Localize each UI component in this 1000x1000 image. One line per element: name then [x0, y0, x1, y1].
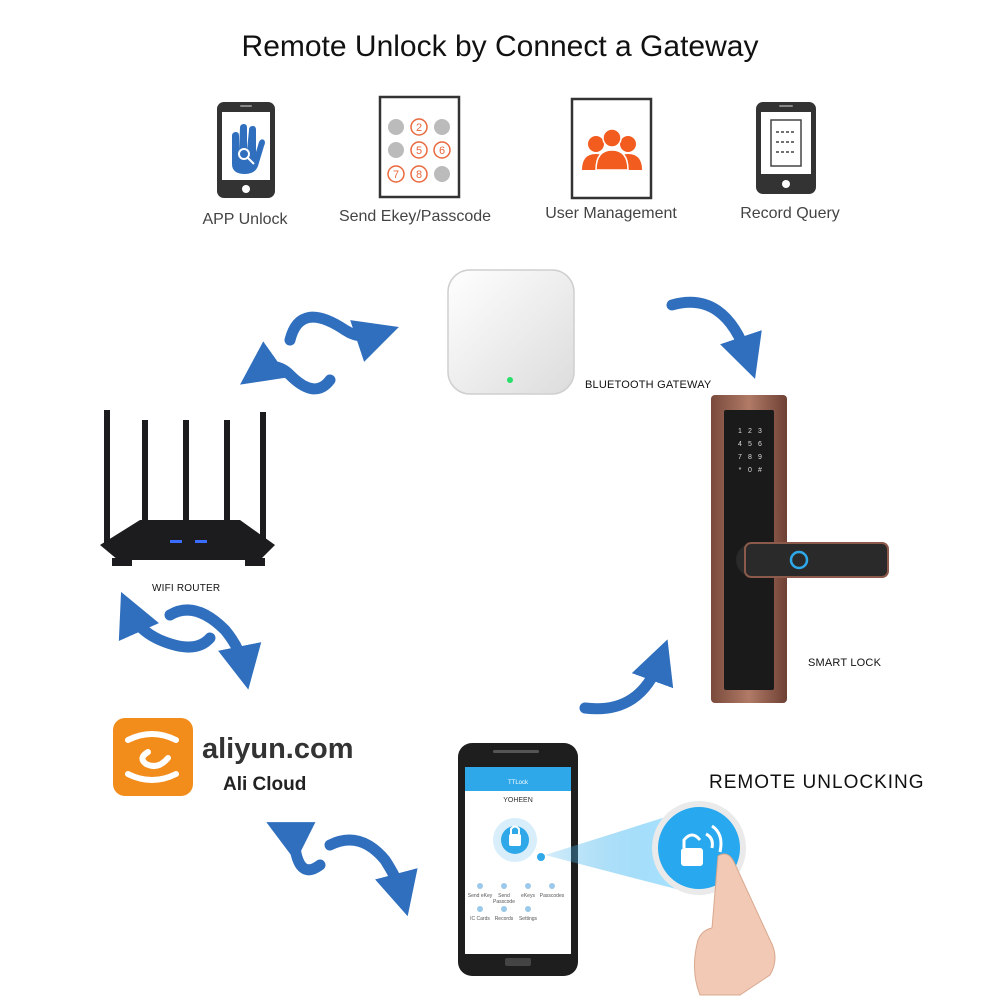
keypad-key: * [738, 467, 742, 474]
svg-text:6: 6 [439, 145, 445, 157]
arrow-cloud-phone [266, 822, 418, 917]
feature-label-app-unlock: APP Unlock [202, 211, 288, 228]
phone-hand-key-icon [217, 102, 275, 198]
app-menu-ekeys[interactable]: eKeys [521, 893, 535, 899]
pointing-hand-graphic [694, 853, 776, 996]
remote-unlocking-label: REMOTE UNLOCKING [709, 772, 925, 793]
signal-beam [545, 815, 680, 890]
svg-text:2: 2 [416, 122, 422, 134]
app-menu-send-ekey[interactable]: Send eKey [467, 893, 493, 899]
keypad-key: 5 [748, 441, 752, 448]
feature-label-send-ekey: Send Ekey/Passcode [338, 208, 492, 225]
smart-lock-label: SMART LOCK [808, 657, 882, 669]
keypad-key: 7 [738, 454, 742, 461]
keypad-key: # [758, 467, 762, 474]
wifi-router-device [100, 410, 275, 566]
feature-label-user-management: User Management [545, 205, 677, 222]
arrow-gateway-lock [666, 296, 762, 379]
arrow-router-gateway [240, 311, 399, 395]
svg-text:5: 5 [416, 145, 422, 157]
arrow-phone-lock [579, 639, 674, 715]
keypad-key: 1 [738, 428, 742, 435]
app-menu-records[interactable]: Records [494, 916, 514, 922]
keypad-key: 2 [748, 428, 752, 435]
arrow-router-cloud [118, 591, 262, 690]
feature-label-record-query: Record Query [740, 205, 840, 222]
keypad-key: 4 [738, 441, 742, 448]
keypad-key: 6 [758, 441, 762, 448]
users-group-icon [570, 97, 653, 200]
smart-lock-device [711, 395, 889, 703]
svg-text:7: 7 [393, 169, 399, 181]
app-title: TTLock [507, 780, 528, 786]
page-title: Remote Unlock by Connect a Gateway [241, 30, 759, 63]
keypad-key: 0 [748, 467, 752, 474]
bluetooth-gateway-device [447, 269, 575, 395]
keypad-key: 3 [758, 428, 762, 435]
gateway-label: BLUETOOTH GATEWAY [585, 379, 712, 391]
app-menu-ic-cards[interactable]: IC Cards [470, 916, 490, 922]
app-user: YOHEEN [503, 797, 533, 804]
keypad-icon: 2 5 6 7 8 [378, 95, 461, 199]
router-label: WIFI ROUTER [152, 583, 221, 594]
cloud-name: aliyun.com [202, 733, 354, 765]
keypad-key: 9 [758, 454, 762, 461]
app-menu-settings[interactable]: Settings [518, 916, 538, 922]
app-menu-passcodes[interactable]: Passcodes [539, 893, 565, 899]
smartphone-device [458, 743, 578, 976]
aliyun-logo-icon [113, 718, 193, 796]
feature-icons: 2 5 6 7 8 [217, 95, 816, 200]
app-menu-send-passcode[interactable]: Send Passcode [493, 893, 515, 905]
phone-document-icon [756, 102, 816, 194]
keypad-key: 8 [748, 454, 752, 461]
svg-text:8: 8 [416, 169, 422, 181]
cloud-subtitle: Ali Cloud [223, 774, 307, 795]
